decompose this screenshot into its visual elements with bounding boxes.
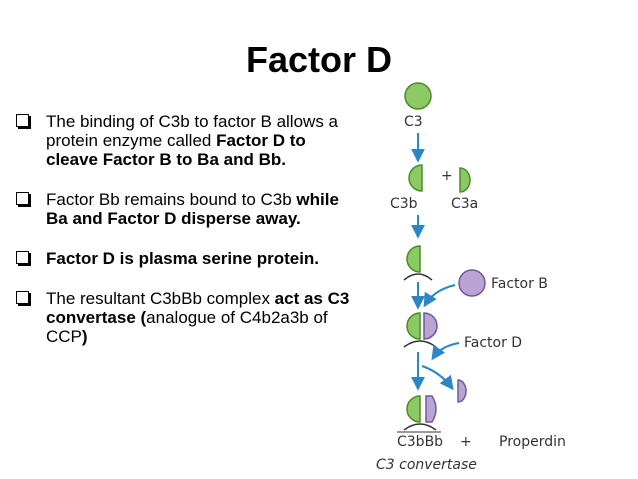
bullet-text: Factor Bb remains bound to C3b while Ba … [46, 190, 339, 228]
c3bb-purple-part-icon [423, 312, 438, 340]
bullet-text-bold: ) [81, 327, 88, 346]
bullet-text-bold: while Ba and Factor D disperse away. [46, 190, 339, 228]
bullet-text-segment: analogue of C4b2a3b of CCP [46, 308, 328, 346]
properdin-label: Properdin [499, 434, 566, 450]
bullet-1: The binding of C3b to factor B allows a … [14, 112, 359, 169]
c3bbb-label: C3bBb [397, 434, 443, 450]
c3-label: C3 [404, 114, 423, 130]
bullet-text-bold: act as C3 convertase [46, 289, 350, 327]
factor-d-label: Factor D [464, 335, 522, 351]
c3-convertase-label: C3 convertase [376, 457, 477, 473]
factor-b-label: Factor B [491, 276, 548, 292]
arrow-factor-b-binding [423, 284, 456, 308]
ba-fragment-icon [457, 379, 467, 403]
bullet-text: Factor D is plasma serine protein. [46, 249, 319, 268]
c3b-bound-molecule-icon [406, 245, 421, 273]
c3b-molecule-icon [408, 164, 423, 192]
surface-arc [403, 340, 437, 348]
plus-sign-2: + [460, 434, 472, 450]
bullet-text: The binding of C3b to factor B allows a … [46, 112, 338, 169]
c3bbb-green-part-icon [406, 395, 421, 423]
bullet-text-segment: Factor Bb remains bound to C3b [46, 190, 297, 209]
surface-arc [403, 273, 433, 281]
checkbox-bullet-icon [16, 291, 29, 304]
c3b-label: C3b [390, 196, 418, 212]
c3bb-green-part-icon [406, 312, 421, 340]
surface-arc [403, 423, 437, 431]
c3a-label: C3a [451, 196, 478, 212]
checkbox-bullet-icon [16, 114, 29, 127]
checkbox-bullet-icon [16, 251, 29, 264]
checkbox-bullet-icon [16, 192, 29, 205]
bullet-text-segment: The resultant C3bBb complex [46, 289, 275, 308]
bb-fragment-icon [425, 395, 437, 423]
bullet-text-segment: The binding of C3b to factor B allows a … [46, 112, 338, 150]
bullet-4: The resultant C3bBb complex act as C3 co… [14, 289, 359, 346]
bullet-text-bold: ( [135, 308, 147, 327]
bullet-text: The resultant C3bBb complex act as C3 co… [46, 289, 349, 346]
bullet-3: Factor D is plasma serine protein. [14, 249, 359, 268]
arrow-factor-d [431, 342, 460, 361]
bullet-text-bold: Factor D is plasma serine protein. [46, 249, 320, 268]
factor-b-molecule-icon [458, 269, 486, 297]
c3-molecule-icon [404, 82, 432, 110]
bullet-text-bold: Factor D to cleave Factor B to Ba and Bb… [46, 131, 306, 169]
arrow-ba-release [421, 365, 454, 391]
bullet-list: The binding of C3b to factor B allows a … [14, 112, 359, 367]
c3a-molecule-icon [459, 167, 471, 193]
plus-sign: + [441, 168, 453, 184]
page-title: Factor D [245, 39, 393, 80]
bullet-2: Factor Bb remains bound to C3b while Ba … [14, 190, 359, 228]
